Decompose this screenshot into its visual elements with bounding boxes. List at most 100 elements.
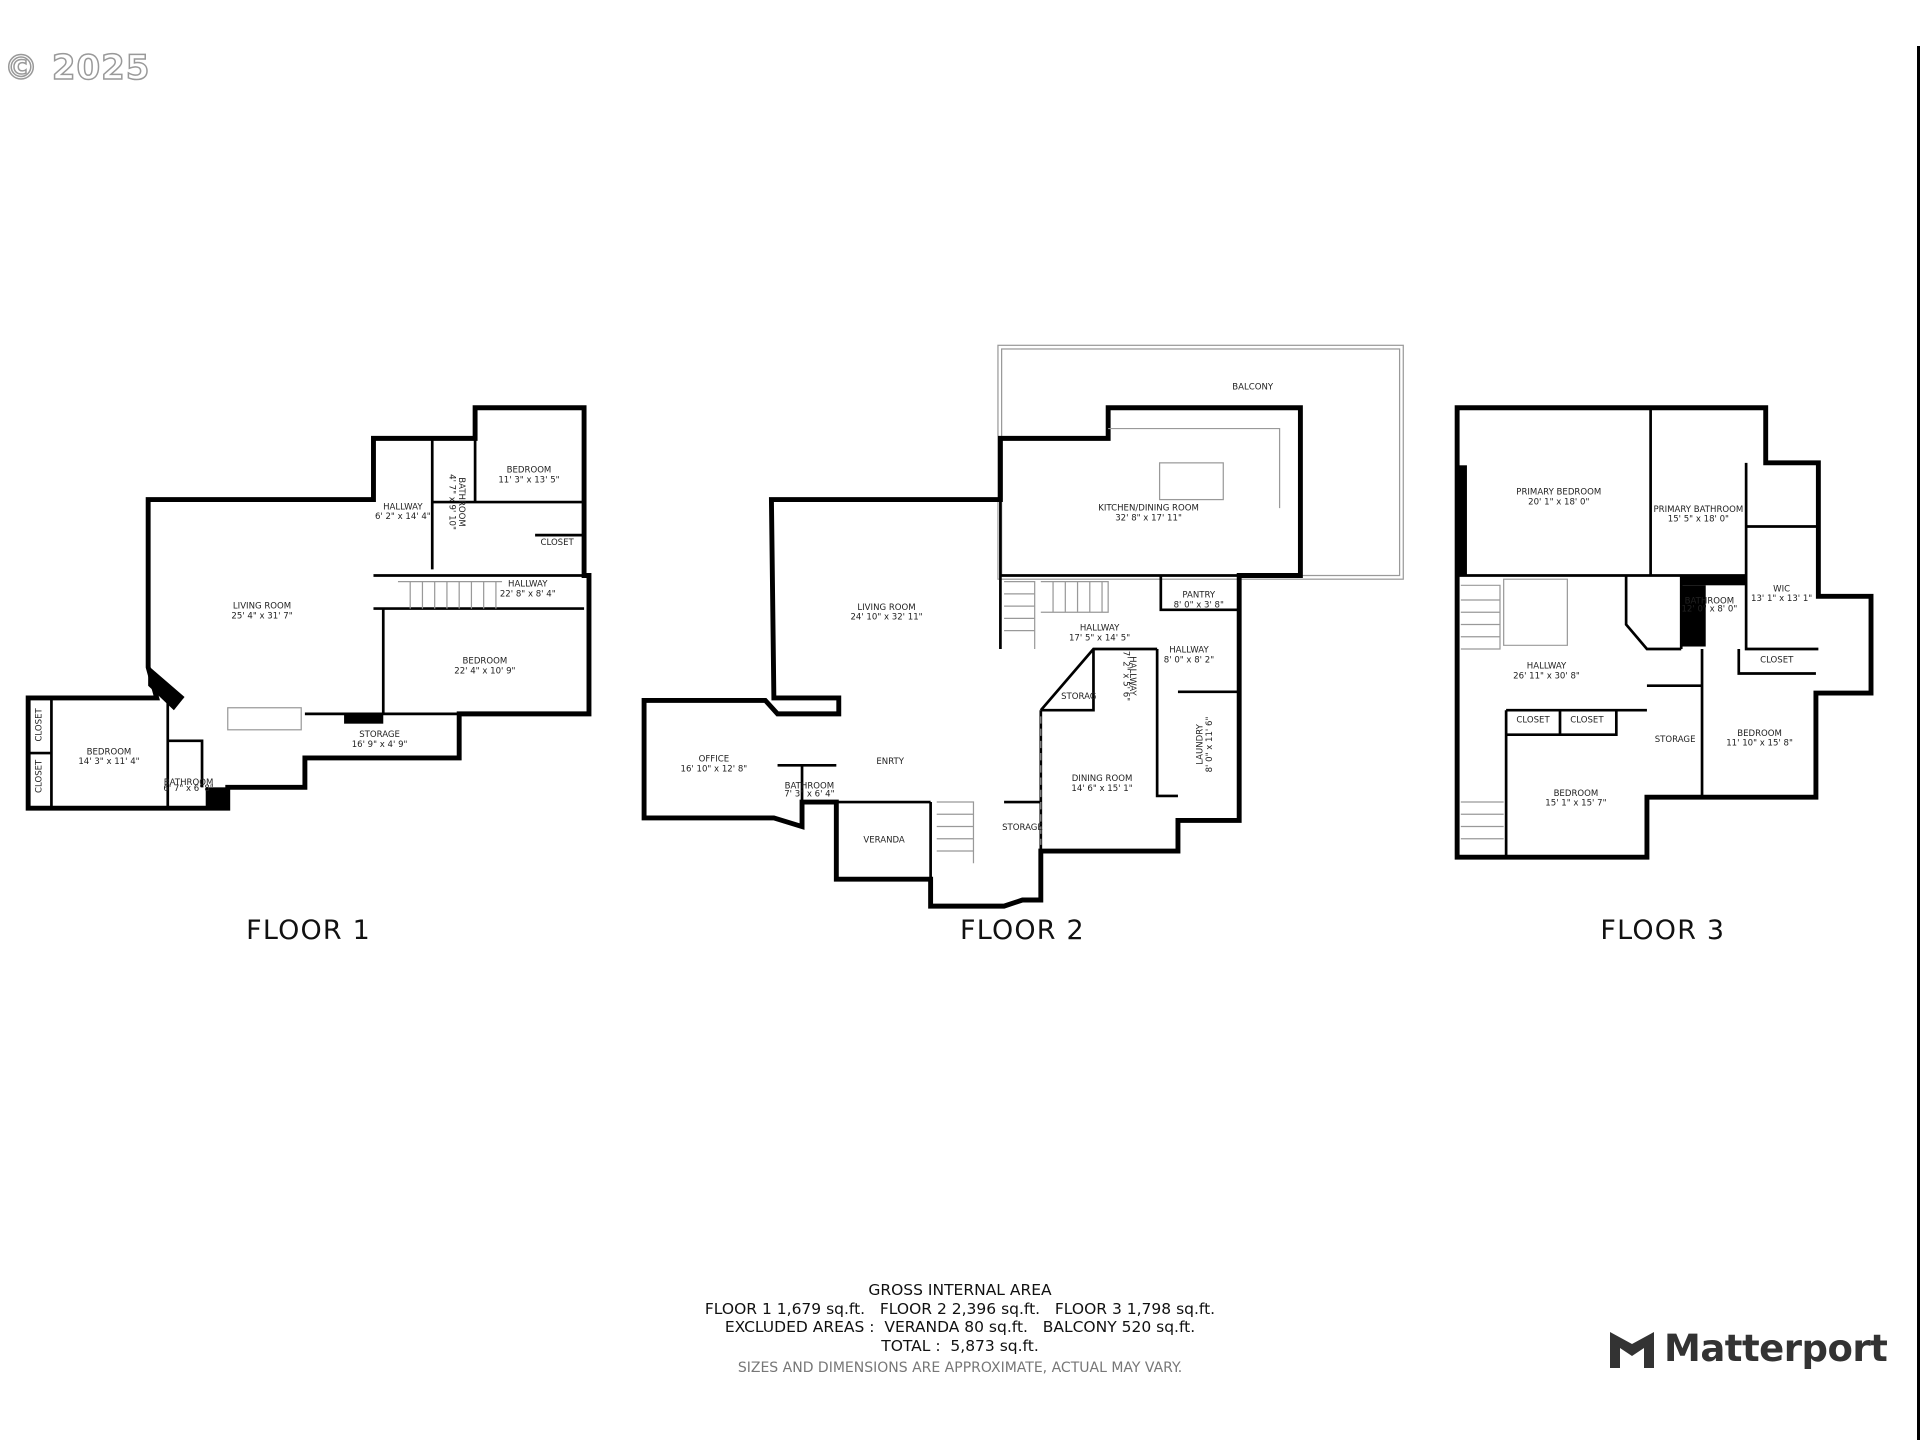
room-label: STORAGE: [1002, 823, 1043, 833]
copyright-watermark: © 2025: [3, 47, 151, 89]
summary-excluded: EXCLUDED AREAS : VERANDA 80 sq.ft. BALCO…: [724, 1318, 1196, 1336]
summary-note: SIZES AND DIMENSIONS ARE APPROXIMATE, AC…: [737, 1360, 1183, 1376]
room-name: CLOSET: [35, 759, 45, 793]
room-dimensions: 22' 8" x 8' 4": [500, 589, 556, 599]
room-name: LAUNDRY: [1195, 723, 1205, 764]
room-label: CLOSET: [1760, 655, 1794, 665]
floor-1-wall-block: [205, 787, 228, 809]
floor-3-wall-block: [1457, 465, 1467, 576]
page-edge-line: [1917, 46, 1920, 1440]
balcony-inner: [1001, 348, 1401, 577]
room-name: BEDROOM: [87, 747, 132, 757]
room-dimensions: 22' 4" x 10' 9": [454, 666, 515, 676]
room-name: LIVING ROOM: [857, 603, 915, 613]
floor-3-interior-walls: [1457, 407, 1819, 858]
room-dimensions: 24' 10" x 32' 11": [850, 613, 922, 623]
room-name: STORAGE: [1655, 735, 1696, 745]
floor-2-plan: [641, 344, 1404, 909]
room-label: BATHROOM4' 7" x 9' 10": [446, 474, 466, 530]
room-dimensions: 4' 7" x 9' 10": [446, 474, 456, 530]
room-dimensions: 14' 3" x 11' 4": [78, 757, 139, 767]
room-name: HALLWAY: [1127, 656, 1137, 696]
room-label: CLOSET: [35, 708, 45, 742]
room-dimensions: 8' 0" x 11' 6": [1205, 717, 1215, 773]
room-name: BEDROOM: [1554, 789, 1599, 799]
summary-floors: FLOOR 1 1,679 sq.ft. FLOOR 2 2,396 sq.ft…: [704, 1299, 1216, 1318]
floor-3-outline: [1454, 405, 1874, 860]
room-label: ENRTY: [876, 757, 904, 767]
room-dimensions: 8' 0" x 3' 8": [1174, 600, 1224, 610]
floor-titles: FLOOR 1 FLOOR 2 FLOOR 3: [246, 915, 1725, 946]
floor-3-plan: [1454, 405, 1874, 860]
kitchen-counter: [1108, 427, 1281, 509]
balcony-outline: [997, 344, 1404, 580]
room-name: CLOSET: [1760, 655, 1794, 665]
room-name: PRIMARY BATHROOM: [1653, 505, 1743, 515]
room-label: STORAGE: [1655, 735, 1696, 745]
room-name: STORAG: [1061, 692, 1096, 702]
room-label: HALLWAY7' 2" x 5' 6": [1120, 651, 1137, 701]
room-name: WIC: [1773, 584, 1790, 594]
room-name: PANTRY: [1182, 591, 1216, 601]
floor-2-title: FLOOR 2: [960, 915, 1085, 946]
room-name: CLOSET: [35, 708, 45, 742]
room-name: BALCONY: [1232, 382, 1274, 392]
room-dimensions: 16' 9" x 4' 9": [352, 740, 408, 750]
floor-1-fireplace: [148, 667, 184, 711]
room-name: LIVING ROOM: [233, 602, 291, 612]
area-summary: GROSS INTERNAL AREA FLOOR 1 1,679 sq.ft.…: [640, 1281, 1280, 1378]
room-dimensions: 16' 10" x 12' 8": [681, 764, 748, 774]
room-name: VERANDA: [863, 835, 905, 845]
room-dimensions: 7' 3" x 6' 4": [784, 789, 834, 799]
room-name: KITCHEN/DINING ROOM: [1098, 504, 1199, 514]
room-dimensions: 7' 2" x 5' 6": [1120, 651, 1130, 701]
room-dimensions: 11' 10" x 15' 8": [1726, 739, 1793, 749]
floor-2-outline: [641, 405, 1303, 909]
floor-1-counter: [227, 707, 302, 731]
room-label: STORAG: [1061, 692, 1096, 702]
logo-text: Matterport: [1664, 1326, 1888, 1370]
room-name: OFFICE: [699, 755, 730, 765]
room-dimensions: 25' 4" x 31' 7": [231, 611, 292, 621]
room-name: BATHROOM: [456, 477, 466, 527]
room-label: BALCONY: [1232, 382, 1274, 392]
room-dimensions: 17' 5" x 14' 5": [1069, 633, 1130, 643]
room-dimensions: 14' 6" x 15' 1": [1071, 784, 1132, 794]
room-name: CLOSET: [1516, 715, 1550, 725]
room-name: CLOSET: [1570, 715, 1604, 725]
room-name: HALLWAY: [1169, 646, 1209, 656]
room-label: VERANDA: [863, 835, 905, 845]
room-name: ENRTY: [876, 757, 904, 767]
floor-1-wall-block: [344, 713, 384, 724]
room-name: BEDROOM: [507, 466, 552, 476]
room-dimensions: 20' 1" x 18' 0": [1528, 497, 1589, 507]
room-dimensions: 13' 1" x 13' 1": [1751, 594, 1812, 604]
room-label: CLOSET: [541, 538, 575, 548]
room-dimensions: 6' 7" x 6' 8": [163, 784, 213, 794]
room-label: CLOSET: [35, 759, 45, 793]
floor-3-title: FLOOR 3: [1600, 915, 1725, 946]
room-label: LAUNDRY8' 0" x 11' 6": [1195, 717, 1215, 773]
room-name: CLOSET: [541, 538, 575, 548]
